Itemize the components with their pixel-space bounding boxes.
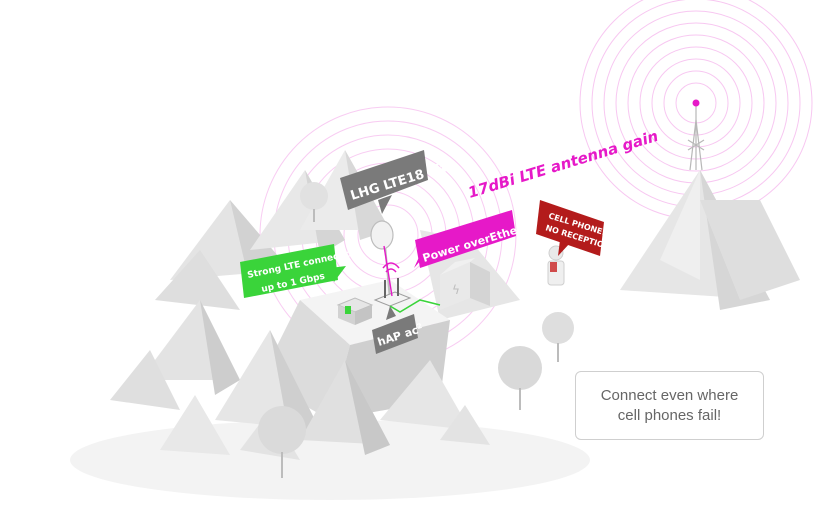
person-icon [547, 245, 565, 286]
tree-icon [498, 346, 542, 410]
antenna-dish-icon [370, 220, 394, 250]
tree-icon [258, 406, 306, 478]
hap-label-sup: 2 [416, 322, 423, 331]
tower-beacon-icon [692, 99, 700, 107]
wifi-icon [382, 262, 400, 273]
power-bolt-icon: ϟ [452, 283, 460, 297]
phone-icon [550, 262, 557, 272]
router-icon [373, 262, 412, 307]
cta-line1: Connect even where [600, 386, 739, 404]
tree-icon [542, 312, 574, 362]
kit-label: LHG LTE18 kit [340, 150, 449, 214]
tree-icon [300, 182, 328, 222]
cell-tower-icon [687, 103, 705, 171]
front-mountains [110, 300, 490, 460]
ethernet-cable [389, 299, 441, 313]
cta-line2: cell phones fail! [617, 406, 722, 424]
poe-cable [383, 245, 393, 297]
lte-modem-icon [336, 297, 374, 325]
cell-phone-label: CELL PHONE: NO RECEPTION [536, 200, 611, 256]
utility-building: ϟ [440, 258, 490, 310]
cta-box: Connect even where cell phones fail! [575, 371, 764, 440]
tower-mountain [620, 170, 800, 310]
